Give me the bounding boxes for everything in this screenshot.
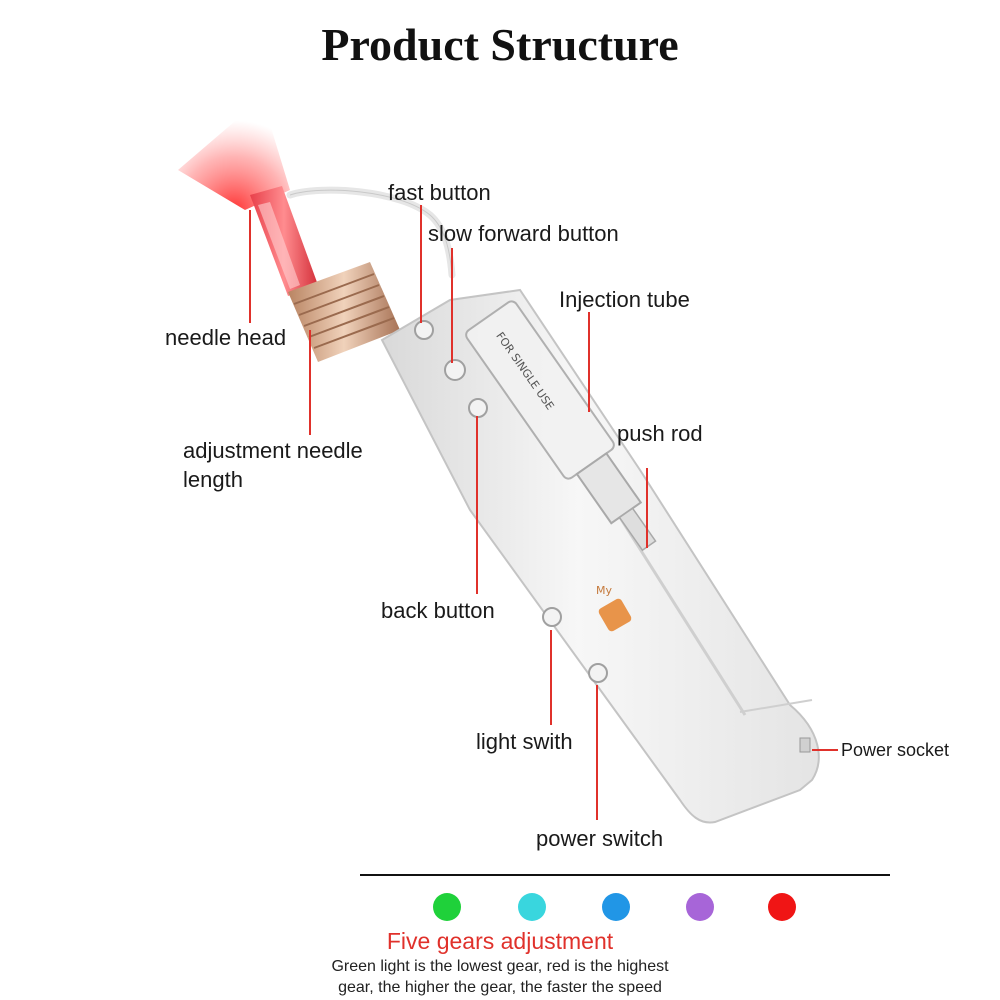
- leader-light-switch: [550, 630, 552, 725]
- back-button-shape[interactable]: [469, 399, 487, 417]
- leader-back-button: [476, 416, 478, 594]
- label-power-switch: power switch: [536, 826, 663, 852]
- fast-button-shape[interactable]: [415, 321, 433, 339]
- label-injection-tube: Injection tube: [559, 287, 690, 313]
- light-switch-shape[interactable]: [543, 608, 561, 626]
- leader-power-socket: [812, 749, 838, 751]
- gears-desc-line1: Green light is the lowest gear, red is t…: [0, 958, 1000, 976]
- leader-injection-tube: [588, 312, 590, 412]
- power-socket-shape: [800, 738, 810, 752]
- leader-slow-forward-button: [451, 248, 453, 363]
- label-fast-button: fast button: [388, 180, 491, 206]
- power-switch-shape[interactable]: [589, 664, 607, 682]
- label-adjustment-line1: adjustment needle: [183, 438, 363, 464]
- gear-dot-3: [602, 893, 630, 921]
- leader-power-switch: [596, 685, 598, 820]
- gear-dot-5: [768, 893, 796, 921]
- label-adjustment-line2: length: [183, 467, 243, 493]
- needle-head-tip: [250, 186, 318, 296]
- gears-desc-line2: gear, the higher the gear, the faster th…: [0, 979, 1000, 997]
- gear-dot-2: [518, 893, 546, 921]
- label-push-rod: push rod: [617, 421, 703, 447]
- label-back-button: back button: [381, 598, 495, 624]
- leader-needle-head: [249, 210, 251, 323]
- label-light-switch: light swith: [476, 729, 573, 755]
- leader-adjustment: [309, 330, 311, 435]
- leader-fast-button: [420, 205, 422, 323]
- label-slow-forward-button: slow forward button: [428, 221, 619, 247]
- leader-push-rod: [646, 468, 648, 548]
- gear-dot-1: [433, 893, 461, 921]
- label-needle-head: needle head: [165, 325, 286, 351]
- logo-text: My: [596, 584, 612, 597]
- gears-title: Five gears adjustment: [0, 928, 1000, 955]
- gear-dot-4: [686, 893, 714, 921]
- slow-forward-button-shape[interactable]: [445, 360, 465, 380]
- section-divider: [360, 874, 890, 876]
- label-power-socket: Power socket: [841, 740, 949, 761]
